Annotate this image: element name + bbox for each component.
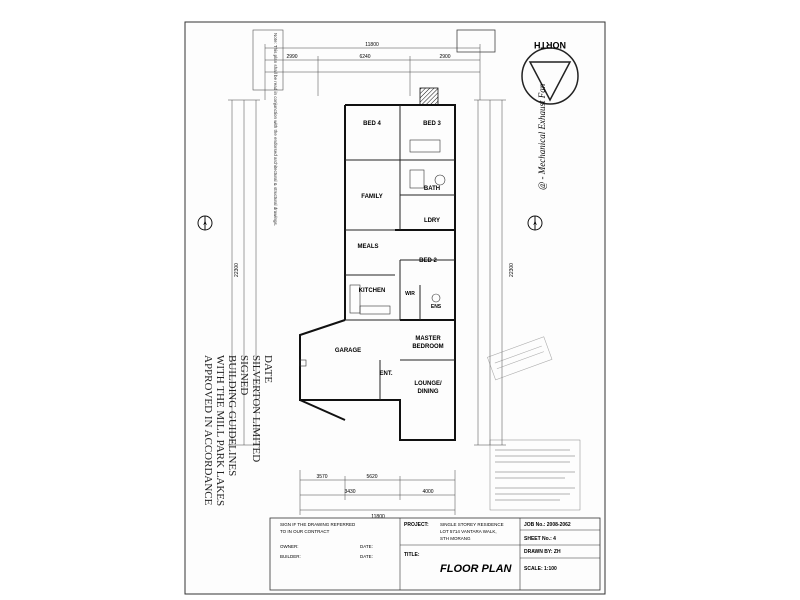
room-ldry: LDRY [424, 218, 440, 224]
room-bedroom: BEDROOM [412, 344, 443, 350]
project-label: PROJECT: [404, 522, 429, 528]
exhaust-fan-note: @ - Mechanical Exhaust Fan [537, 83, 547, 190]
title-label: TITLE: [404, 552, 420, 558]
dim-2900: 2900 [439, 54, 450, 60]
left-dimension-lines [228, 99, 260, 446]
scale-label: SCALE: 1:100 [524, 566, 557, 572]
sheet-border [184, 21, 606, 595]
room-master: MASTER [415, 336, 441, 342]
notes-block-right [489, 439, 581, 511]
bottom-dimension-lines [299, 470, 456, 515]
room-family: FAMILY [361, 194, 382, 200]
approval-stamp: APPROVED IN ACCORDANCE WITH THE MILL PAR… [202, 355, 274, 506]
approval-signed: SIGNED [238, 355, 250, 395]
owner-field: OWNER: [280, 544, 299, 549]
room-ent: ENT. [379, 371, 392, 377]
dim-3570: 3570 [316, 474, 327, 480]
room-meals: MEALS [358, 244, 379, 250]
room-wir: WIR [405, 291, 415, 297]
date-field-1: DATE: [360, 544, 373, 549]
room-garage: GARAGE [335, 348, 361, 354]
dim-5620: 5620 [366, 474, 377, 480]
project-line-2: LOT 5714 VANTARA WALK, [440, 529, 497, 534]
section-marker-right-label: A [533, 221, 537, 227]
dim-4000: 4000 [422, 489, 433, 495]
job-number: JOB No.: 2008-2062 [524, 522, 571, 528]
drawing-title: FLOOR PLAN [440, 563, 513, 575]
upper-left-note-text: Note: This plan shall be read in conjunc… [273, 33, 278, 226]
title-block-left-1: SIGN IF THE DRAWING REFERRED [280, 522, 356, 527]
project-line-3: STH MORANG [440, 536, 471, 541]
approval-company: SILVERTON LIMITED [250, 355, 262, 462]
title-block-left-2: TO IN OUR CONTRACT [280, 529, 330, 534]
hatched-feature [419, 87, 439, 106]
room-lounge: LOUNGE/ [414, 381, 442, 387]
sheet-number: SHEET No.: 4 [524, 536, 556, 542]
section-marker-left-label: A [203, 221, 207, 227]
section-marker-left: A [197, 215, 213, 231]
title-block: SIGN IF THE DRAWING REFERRED TO IN OUR C… [269, 517, 601, 591]
room-kitchen: KITCHEN [359, 288, 386, 294]
room-bath: BATH [424, 186, 440, 192]
drawn-by: DRAWN BY: ZH [524, 549, 561, 555]
room-dining: DINING [418, 389, 439, 395]
top-stamp-box [456, 29, 496, 53]
approval-date: DATE [262, 355, 274, 383]
dim-left-height: 22300 [234, 263, 240, 277]
north-label: NORTH [534, 40, 566, 50]
section-marker-right: A [527, 215, 543, 231]
room-ens: ENS [431, 304, 442, 310]
north-arrow: NORTH [521, 40, 579, 105]
fixtures [299, 139, 446, 367]
dim-6240: 6240 [359, 54, 370, 60]
approval-line-2: WITH THE MILL PARK LAKES [214, 355, 226, 506]
approval-line-3: BUILDING GUIDELINES [226, 355, 238, 476]
dim-overall-width: 11800 [365, 42, 379, 48]
builder-field: BUILDER: [280, 554, 301, 559]
dim-3430: 3430 [344, 489, 355, 495]
top-dimension-lines [264, 44, 481, 100]
project-line-1: SINGLE STOREY RESIDENCE [440, 522, 504, 527]
dim-right-height: 22300 [509, 263, 515, 277]
date-field-2: DATE: [360, 554, 373, 559]
room-bed3: BED 3 [423, 121, 441, 127]
right-faint-stamp [487, 336, 553, 381]
dim-2990: 2990 [286, 54, 297, 60]
room-bed4: BED 4 [363, 121, 381, 127]
approval-line-1: APPROVED IN ACCORDANCE [202, 355, 214, 506]
room-bed2: BED 2 [419, 258, 437, 264]
dim-overall-width-bottom: 11800 [371, 514, 385, 520]
interior-walls [345, 105, 455, 400]
